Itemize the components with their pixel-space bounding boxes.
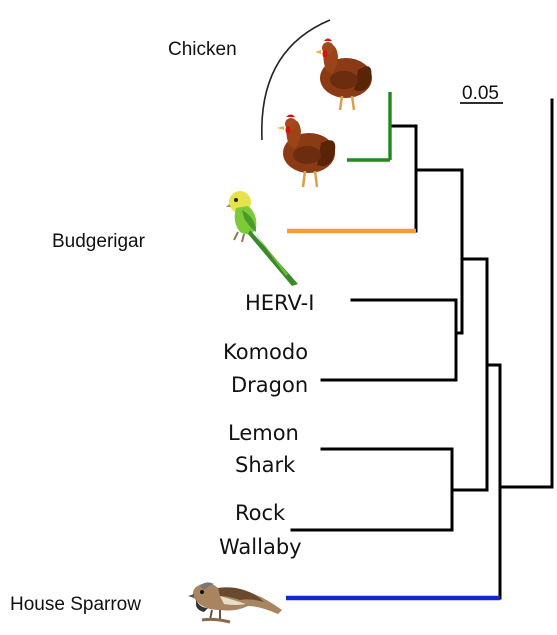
label-rock-line1: Rock [235,501,286,525]
label-komodo-line1: Komodo [223,340,308,364]
chicken-icon [277,115,335,188]
tree-branches [292,100,552,598]
label-chicken: Chicken [168,39,237,60]
chicken-icon [315,39,372,111]
label-herv-i: HERV-I [245,291,314,315]
house-sparrow-icon [188,582,282,622]
label-lemon-line1: Lemon [228,421,299,445]
budgerigar-icon [226,191,298,286]
label-house-sparrow: House Sparrow [10,594,141,615]
scale-bar-label: 0.05 [462,83,499,104]
label-lemon-line2: Shark [235,453,296,477]
label-rock-line2: Wallaby [219,535,302,559]
label-komodo-line2: Dragon [231,373,308,397]
label-budgerigar: Budgerigar [52,231,146,252]
